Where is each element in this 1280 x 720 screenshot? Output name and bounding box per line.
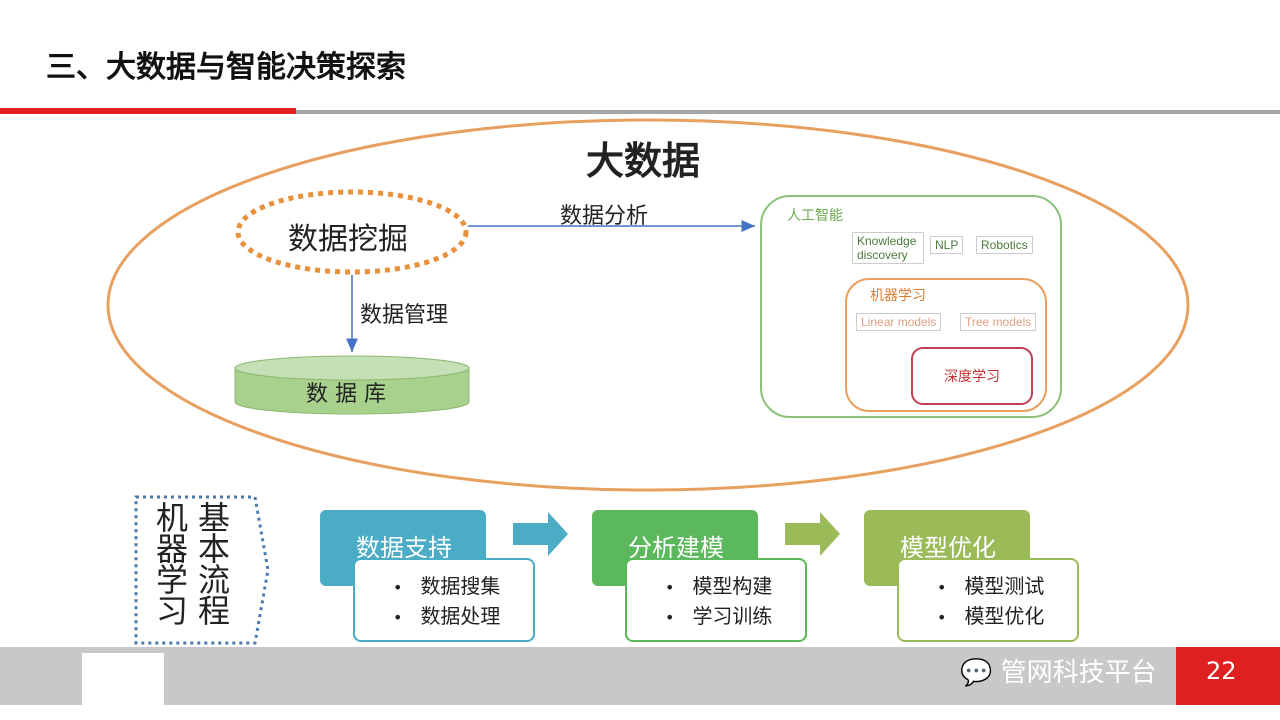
step-item: 数据处理 bbox=[393, 602, 533, 632]
footer-brand: 💬 管网科技平台 bbox=[960, 657, 1157, 689]
ai-item: NLP bbox=[930, 236, 964, 254]
data-analysis-label: 数据分析 bbox=[560, 204, 649, 229]
slide-title: 三、大数据与智能决策探索 bbox=[46, 50, 406, 85]
deep-learning-box: 深度学习 bbox=[911, 347, 1033, 405]
ml-item: Tree models bbox=[960, 313, 1037, 331]
footer-bar: 22 💬 管网科技平台 bbox=[0, 647, 1280, 705]
flow-label-col2: 基本流程 bbox=[198, 499, 231, 630]
ml-item: Linear models bbox=[856, 313, 942, 331]
ai-box bbox=[760, 195, 1062, 418]
sponsor-logo bbox=[82, 653, 164, 705]
step-items: 模型构建学习训练 bbox=[625, 558, 807, 642]
flow-arrow-2 bbox=[785, 512, 840, 556]
title-divider bbox=[296, 110, 1280, 114]
step-items: 模型测试模型优化 bbox=[897, 558, 1079, 642]
data-mining-ellipse bbox=[235, 189, 469, 275]
wechat-icon: 💬 bbox=[960, 658, 993, 688]
ai-item: Knowledge discovery bbox=[852, 232, 924, 264]
ml-label: 机器学习 bbox=[870, 288, 926, 304]
step-item: 模型构建 bbox=[665, 572, 805, 602]
flow-arrow-1 bbox=[513, 512, 568, 556]
flow-chevron bbox=[134, 495, 270, 645]
title-accent-line bbox=[0, 108, 296, 114]
data-management-label: 数据管理 bbox=[360, 303, 449, 328]
step-items: 数据搜集数据处理 bbox=[353, 558, 535, 642]
ml-box bbox=[845, 278, 1047, 412]
database-label: 数 据 库 bbox=[306, 382, 386, 407]
footer-brand-text: 管网科技平台 bbox=[1000, 658, 1157, 688]
ai-label: 人工智能 bbox=[787, 208, 843, 224]
data-mining-label: 数据挖掘 bbox=[288, 222, 408, 257]
step-item: 数据搜集 bbox=[393, 572, 533, 602]
big-data-ellipse bbox=[106, 118, 1190, 492]
step-item: 学习训练 bbox=[665, 602, 805, 632]
page-number: 22 bbox=[1176, 647, 1280, 705]
database-cylinder bbox=[234, 355, 470, 415]
flow-label-col1: 机器学习 bbox=[156, 499, 189, 630]
step-item: 模型测试 bbox=[937, 572, 1077, 602]
big-data-label: 大数据 bbox=[586, 139, 701, 183]
step-item: 模型优化 bbox=[937, 602, 1077, 632]
ai-item: Robotics bbox=[976, 236, 1033, 254]
